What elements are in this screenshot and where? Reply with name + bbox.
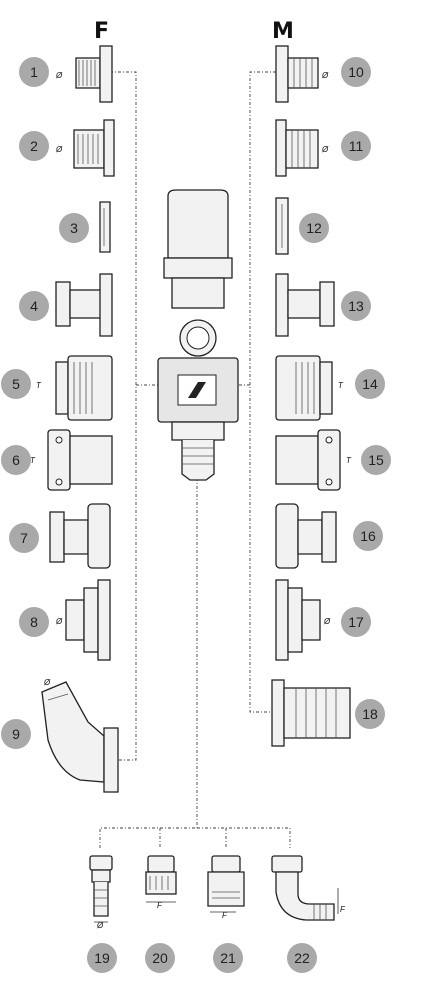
svg-text:16: 16: [360, 528, 376, 544]
svg-text:14: 14: [362, 376, 378, 392]
female-header: F: [94, 19, 109, 44]
badge-18: 18: [355, 699, 385, 729]
part-20: [145, 855, 177, 895]
badge-17: 17: [341, 607, 371, 637]
part-6: [47, 429, 113, 491]
svg-text:6: 6: [12, 452, 20, 468]
svg-text:15: 15: [368, 452, 384, 468]
logo-icon: [188, 382, 206, 398]
svg-text:11: 11: [349, 138, 364, 154]
badge-10: 10: [341, 57, 371, 87]
hose-tail: [181, 440, 215, 481]
svg-text:12: 12: [306, 220, 322, 236]
badge-1: 1: [19, 57, 49, 87]
badge-22: 22: [287, 943, 317, 973]
dim-female-21: F: [222, 911, 228, 920]
part-18: [271, 679, 351, 747]
part-7: [49, 503, 111, 569]
badge-9: 9: [1, 719, 31, 749]
valve-neck: [171, 277, 225, 309]
badges: 1 2 3 4 5 6 7 8 9 10 11 12 13 14 15 16 1…: [1, 57, 391, 973]
part-8: [65, 579, 111, 661]
dim-diameter-17: Ø: [323, 617, 331, 626]
badge-20: 20: [145, 943, 175, 973]
badge-7: 7: [9, 523, 39, 553]
svg-text:20: 20: [152, 950, 168, 966]
part-14: [275, 355, 333, 421]
svg-text:13: 13: [348, 298, 364, 314]
svg-text:21: 21: [220, 950, 236, 966]
dim-diameter-10: Ø: [321, 71, 329, 80]
svg-text:17: 17: [348, 614, 364, 630]
svg-text:3: 3: [70, 220, 78, 236]
valve-cap: [167, 189, 229, 259]
dim-diameter-19: Ø: [96, 921, 104, 930]
dim-diameter-8: Ø: [55, 617, 63, 626]
dim-female-22: F: [340, 905, 346, 914]
badge-5: 5: [1, 369, 31, 399]
svg-text:1: 1: [30, 64, 38, 80]
dim-diameter-11: Ø: [321, 145, 329, 154]
part-17: [275, 579, 321, 661]
bottom-leader-right: [197, 827, 291, 848]
svg-text:4: 4: [30, 298, 38, 314]
svg-text:22: 22: [294, 950, 310, 966]
dim-diameter-9: Ø: [43, 678, 51, 687]
part-12: [275, 197, 289, 255]
badge-13: 13: [341, 291, 371, 321]
dim-female-20: F: [157, 901, 163, 910]
part-5: [55, 355, 113, 421]
bottom-leader: [99, 478, 198, 848]
svg-text:7: 7: [20, 530, 28, 546]
dim-thread-5: T: [36, 381, 42, 390]
dim-thread-6: T: [30, 456, 36, 465]
valve-collar: [163, 257, 233, 279]
svg-text:2: 2: [30, 138, 38, 154]
central-valve: [157, 189, 239, 481]
badge-16: 16: [353, 521, 383, 551]
badge-6: 6: [1, 445, 31, 475]
badge-21: 21: [213, 943, 243, 973]
svg-text:8: 8: [30, 614, 38, 630]
badge-2: 2: [19, 131, 49, 161]
dim-thread-15: T: [346, 456, 352, 465]
badge-4: 4: [19, 291, 49, 321]
badge-15: 15: [361, 445, 391, 475]
part-11: [275, 119, 319, 177]
bottom-drops: [159, 828, 227, 848]
svg-text:10: 10: [348, 64, 364, 80]
dim-diameter-2: Ø: [55, 145, 63, 154]
badge-11: 11: [341, 131, 371, 161]
badge-3: 3: [59, 213, 89, 243]
badge-14: 14: [355, 369, 385, 399]
dimension-labels: Ø Ø T T Ø Ø Ø Ø T T Ø Ø F F F: [30, 71, 352, 930]
part-22-elbow: [271, 855, 335, 921]
part-10: [275, 45, 319, 103]
leader-lines: [99, 71, 291, 848]
part-1: [75, 45, 113, 103]
badge-19: 19: [87, 943, 117, 973]
dim-thread-14: T: [338, 381, 344, 390]
badge-8: 8: [19, 607, 49, 637]
part-16: [275, 503, 337, 569]
part-15: [275, 429, 341, 491]
part-21: [207, 855, 245, 907]
male-header: M: [272, 19, 294, 44]
part-4: [55, 273, 113, 337]
left-leader: [110, 71, 137, 761]
part-13: [275, 273, 335, 337]
svg-text:18: 18: [362, 706, 378, 722]
part-2: [73, 119, 115, 177]
dim-diameter-1: Ø: [55, 71, 63, 80]
svg-text:9: 9: [12, 726, 20, 742]
part-9-elbow: [41, 681, 119, 793]
svg-text:5: 5: [12, 376, 20, 392]
svg-text:19: 19: [94, 950, 110, 966]
part-3: [99, 201, 111, 253]
part-19: [89, 855, 113, 917]
right-leader: [249, 71, 276, 713]
badge-12: 12: [299, 213, 329, 243]
